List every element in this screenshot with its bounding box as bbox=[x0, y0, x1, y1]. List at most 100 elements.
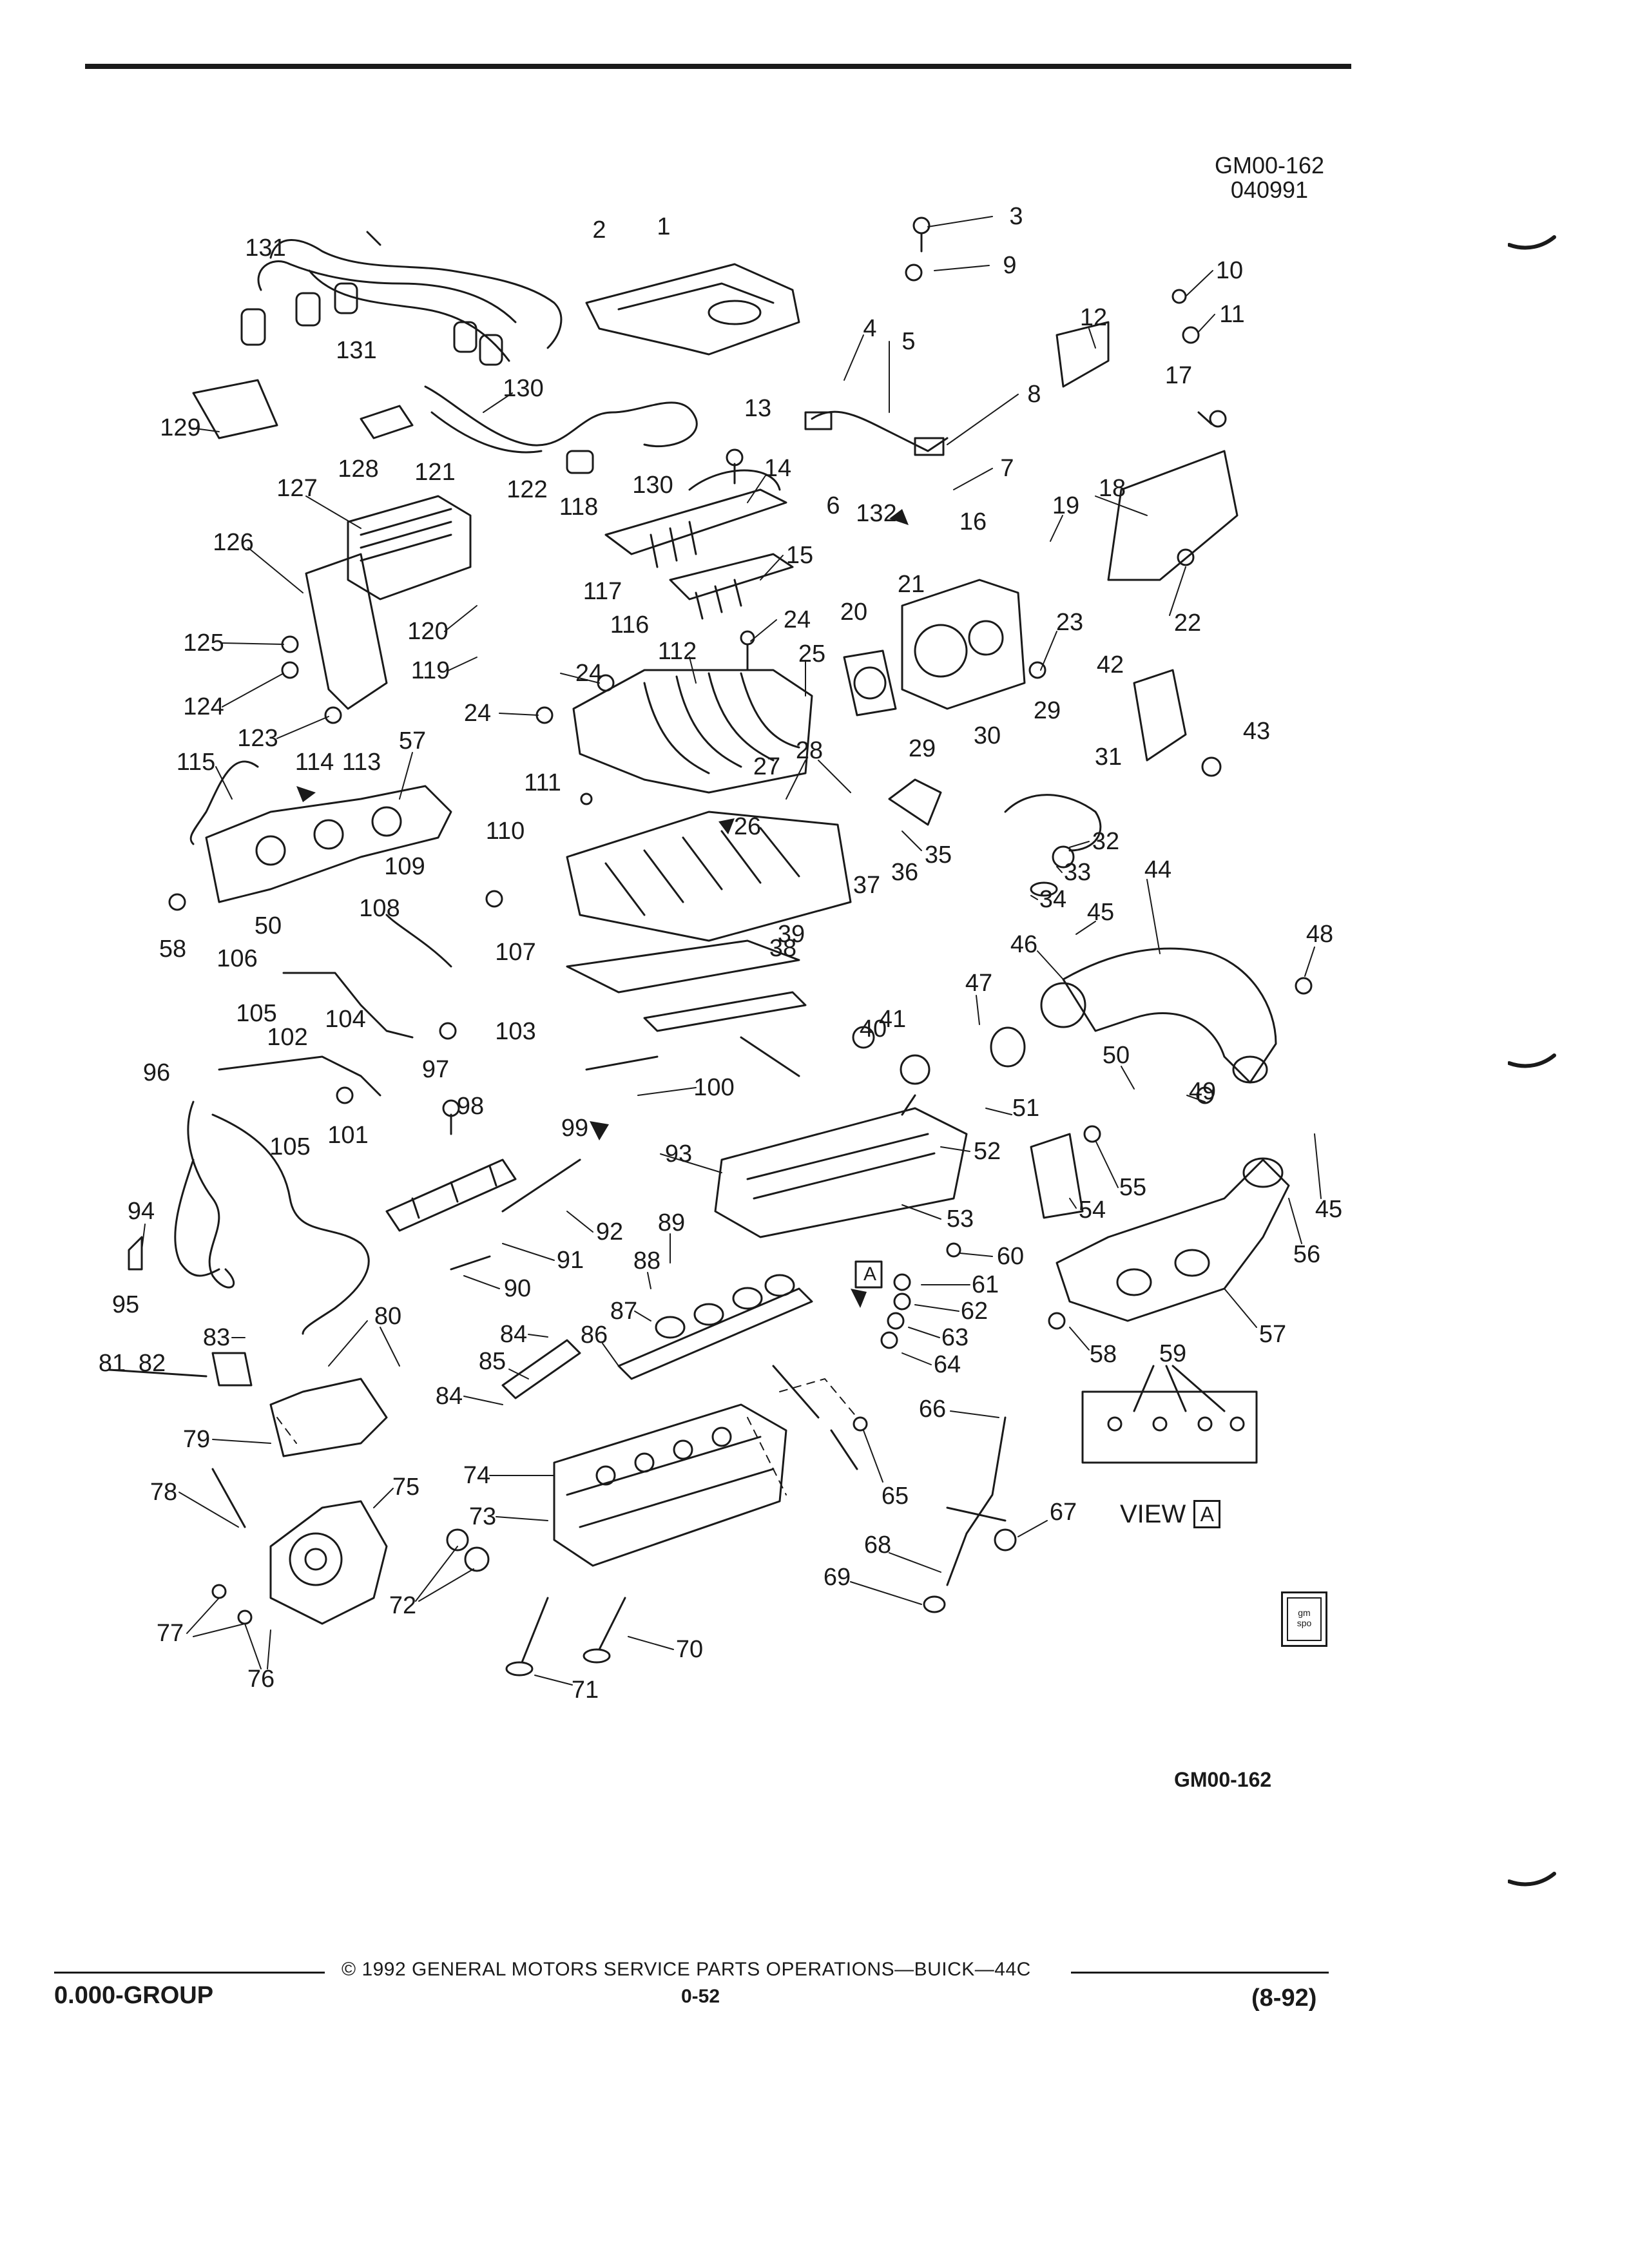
callout-19: 19 bbox=[1052, 492, 1080, 519]
callout-93: 93 bbox=[664, 1140, 693, 1168]
callout-68: 68 bbox=[863, 1532, 892, 1559]
callout-92: 92 bbox=[595, 1218, 624, 1245]
callout-66: 66 bbox=[918, 1396, 947, 1423]
callout-18: 18 bbox=[1098, 475, 1126, 502]
drawing-ref-footer: GM00-162 bbox=[1174, 1768, 1272, 1791]
callout-45: 45 bbox=[1086, 899, 1115, 926]
callout-127: 127 bbox=[276, 475, 318, 502]
engine-cover bbox=[585, 263, 800, 356]
callout-53: 53 bbox=[946, 1206, 974, 1233]
callout-43: 43 bbox=[1242, 718, 1271, 745]
callout-8: 8 bbox=[1027, 381, 1041, 408]
callout-2: 2 bbox=[592, 216, 606, 244]
callout-50: 50 bbox=[1102, 1042, 1130, 1069]
callout-69: 69 bbox=[823, 1564, 851, 1591]
throttle-body bbox=[843, 579, 1026, 716]
callout-110: 110 bbox=[485, 818, 525, 845]
callout-74: 74 bbox=[463, 1462, 491, 1489]
drawing-id: GM00-162 bbox=[1214, 152, 1325, 178]
footer-copyright: © 1992 GENERAL MOTORS SERVICE PARTS OPER… bbox=[342, 1959, 1031, 1980]
callout-13: 13 bbox=[744, 395, 772, 422]
callout-23: 23 bbox=[1055, 609, 1084, 636]
callout-108: 108 bbox=[359, 895, 400, 922]
callout-115: 115 bbox=[176, 749, 216, 776]
footer-date: (8-92) bbox=[1251, 1984, 1317, 2012]
callout-28: 28 bbox=[795, 737, 824, 764]
callout-80: 80 bbox=[374, 1303, 402, 1330]
valve-cover bbox=[714, 1054, 968, 1238]
callout-100: 100 bbox=[693, 1074, 735, 1101]
callout-4: 4 bbox=[863, 315, 877, 342]
callout-132: 132 bbox=[856, 500, 897, 527]
exhaust-manifold-rear bbox=[1055, 1157, 1290, 1322]
callout-78: 78 bbox=[149, 1479, 178, 1506]
callout-130: 130 bbox=[632, 472, 673, 499]
callout-102: 102 bbox=[267, 1024, 308, 1051]
brackets-misc bbox=[108, 321, 1239, 1457]
callout-116: 116 bbox=[610, 611, 650, 639]
callout-126: 126 bbox=[213, 529, 254, 556]
engine-wire-harness bbox=[174, 1100, 370, 1335]
callout-1: 1 bbox=[657, 213, 671, 240]
callout-122: 122 bbox=[506, 476, 548, 503]
callout-39: 39 bbox=[777, 921, 805, 948]
callout-119: 119 bbox=[410, 657, 450, 684]
callout-59: 59 bbox=[1159, 1340, 1187, 1367]
callout-6: 6 bbox=[826, 492, 840, 519]
water-pump-assembly bbox=[211, 1468, 388, 1625]
callout-84: 84 bbox=[499, 1321, 528, 1348]
callout-90: 90 bbox=[503, 1275, 532, 1302]
coolant-pipes bbox=[218, 914, 452, 1097]
callout-111: 111 bbox=[524, 769, 561, 796]
callout-47: 47 bbox=[965, 970, 993, 997]
callout-64: 64 bbox=[933, 1351, 961, 1378]
callout-131: 131 bbox=[336, 337, 377, 364]
callout-61: 61 bbox=[971, 1271, 999, 1298]
callout-130: 130 bbox=[503, 375, 544, 402]
callout-45: 45 bbox=[1315, 1196, 1343, 1223]
callout-24: 24 bbox=[575, 660, 603, 687]
callout-109: 109 bbox=[384, 853, 425, 880]
date-code: 040991 bbox=[1230, 177, 1309, 203]
binder-edge-marks bbox=[1508, 235, 1556, 1887]
callout-20: 20 bbox=[840, 599, 868, 626]
callout-42: 42 bbox=[1096, 651, 1124, 678]
callout-76: 76 bbox=[247, 1666, 275, 1693]
callout-57: 57 bbox=[1258, 1321, 1287, 1348]
arrow-a-box bbox=[854, 1260, 883, 1289]
logo-text-spo: spo bbox=[1296, 1618, 1312, 1628]
callout-55: 55 bbox=[1119, 1174, 1147, 1201]
callout-105: 105 bbox=[269, 1133, 311, 1160]
callout-103: 103 bbox=[495, 1018, 536, 1045]
callout-17: 17 bbox=[1164, 362, 1193, 389]
callout-104: 104 bbox=[325, 1006, 366, 1033]
callout-29: 29 bbox=[908, 735, 936, 762]
dashed-guide-lines bbox=[276, 1378, 858, 1495]
callout-37: 37 bbox=[853, 872, 881, 899]
callout-72: 72 bbox=[389, 1592, 417, 1619]
footer-rule-left bbox=[54, 1972, 325, 1974]
callout-7: 7 bbox=[1000, 455, 1014, 482]
fuel-rail-and-injectors bbox=[604, 410, 949, 620]
callout-29: 29 bbox=[1033, 697, 1061, 724]
callout-33: 33 bbox=[1063, 859, 1092, 886]
spark-plug-wire-harness bbox=[240, 239, 698, 474]
callout-54: 54 bbox=[1078, 1196, 1106, 1224]
view-a-gasket bbox=[1081, 1365, 1258, 1464]
callout-34: 34 bbox=[1039, 886, 1067, 913]
drawing-id-header: GM00-162 040991 bbox=[1205, 153, 1334, 202]
callout-106: 106 bbox=[217, 945, 258, 972]
callout-70: 70 bbox=[675, 1636, 704, 1663]
callout-21: 21 bbox=[897, 571, 925, 598]
callout-99: 99 bbox=[561, 1115, 589, 1142]
callout-113: 113 bbox=[342, 749, 381, 776]
callout-89: 89 bbox=[657, 1209, 686, 1236]
callout-123: 123 bbox=[237, 725, 278, 752]
upper-intake-manifold bbox=[572, 669, 813, 794]
footer-rule-right bbox=[1071, 1972, 1329, 1974]
arrow-a-letter: A bbox=[863, 1264, 877, 1285]
callout-36: 36 bbox=[891, 859, 919, 886]
callout-96: 96 bbox=[142, 1059, 171, 1086]
callout-118: 118 bbox=[559, 494, 599, 521]
